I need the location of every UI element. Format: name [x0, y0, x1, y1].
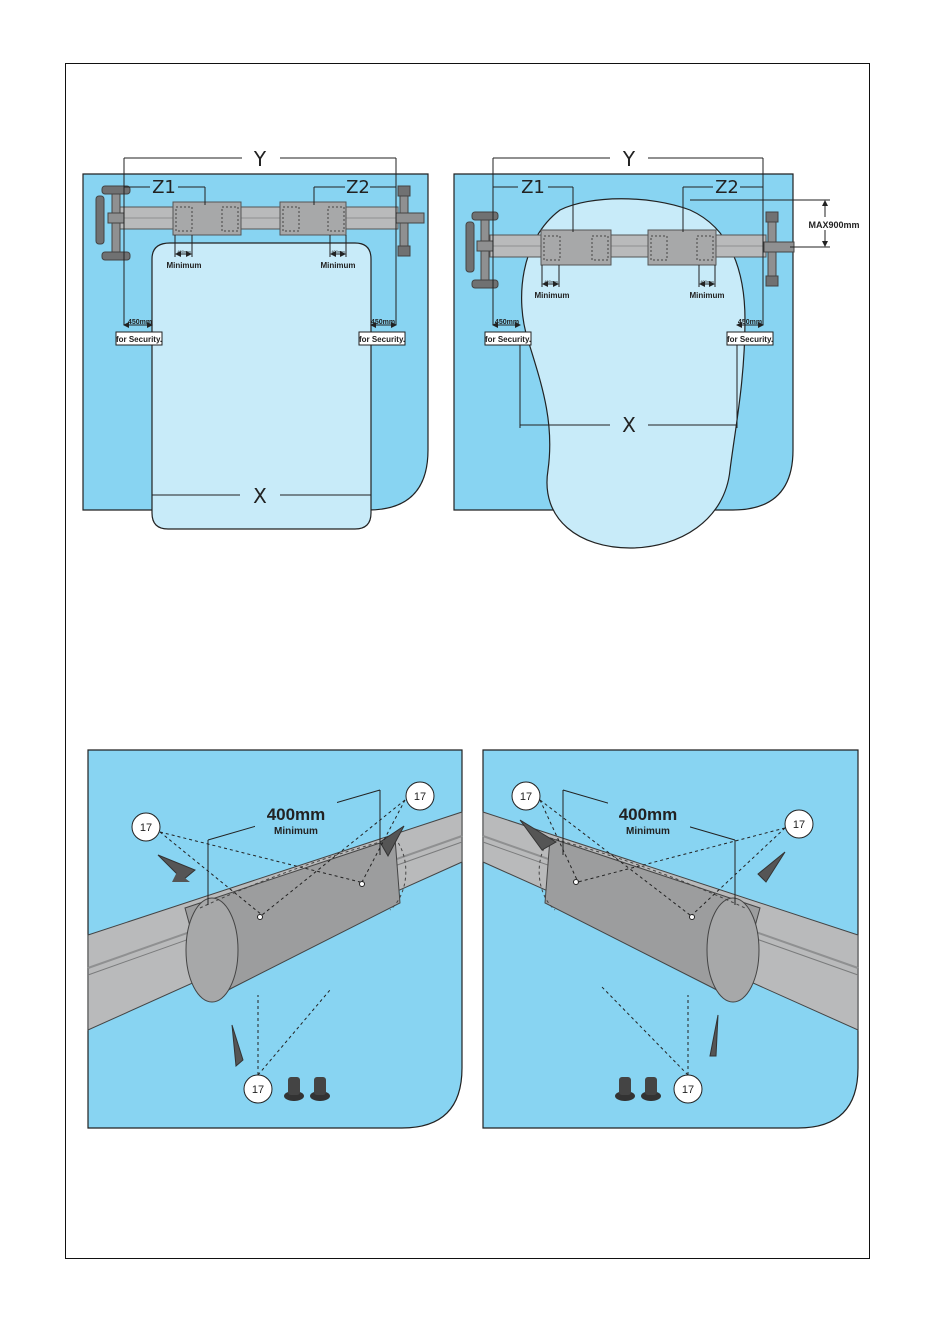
detail-2-callout-top-left: 17: [520, 791, 532, 803]
dim-x-1: X: [253, 484, 267, 508]
dim-x-2: X: [622, 413, 636, 437]
security-dim-right-1: 450mm: [371, 319, 395, 326]
dim-z2-2: Z2: [715, 177, 739, 198]
diagram-freeform-pool: Y Z1 Z2 MAX900mm 400mm Minimum 400mm Min…: [454, 147, 862, 548]
detail-2-minimum: Minimum: [626, 826, 670, 837]
dim-z2-1: Z2: [346, 177, 370, 198]
security-left-2: for Security.: [485, 335, 531, 344]
security-dim-right-2: 450mm: [738, 319, 762, 326]
security-left-1: for Security.: [116, 335, 162, 344]
detail-2-dimension: 400mm: [619, 805, 678, 824]
detail-1-minimum: Minimum: [274, 826, 318, 837]
minimum-right-2: Minimum: [689, 291, 724, 300]
small-dim-right-2: 400mm: [700, 279, 714, 284]
max-label-2: MAX900mm: [808, 220, 859, 230]
security-right-1: for Security.: [359, 335, 405, 344]
dim-y-2: Y: [622, 147, 636, 171]
minimum-left-1: Minimum: [166, 261, 201, 270]
detail-2-callout-bottom: 17: [682, 1084, 694, 1096]
dim-z1-2: Z1: [521, 177, 545, 198]
security-right-2: for Security.: [727, 335, 773, 344]
detail-sleeve-right: 400mm Minimum 17 17 17: [483, 750, 858, 1128]
detail-sleeve-left: 400mm Minimum 17 17 17: [88, 750, 462, 1128]
detail-1-callout-left: 17: [140, 822, 152, 834]
security-dim-left-2: 450mm: [495, 319, 519, 326]
detail-2-callout-right: 17: [793, 819, 805, 831]
detail-1-dimension: 400mm: [267, 805, 326, 824]
diagram-rectangular-pool: Y Z1 Z2 400mm Minimum 400mm Minimum 450m…: [83, 147, 428, 529]
detail-1-callout-bottom: 17: [252, 1084, 264, 1096]
security-dim-left-1: 450mm: [128, 319, 152, 326]
minimum-right-1: Minimum: [320, 261, 355, 270]
dim-y-1: Y: [253, 147, 267, 171]
detail-1-callout-top-right: 17: [414, 791, 426, 803]
small-dim-left-1: 400mm: [177, 249, 191, 254]
minimum-left-2: Minimum: [534, 291, 569, 300]
small-dim-left-2: 400mm: [544, 279, 558, 284]
dim-z1-1: Z1: [152, 177, 176, 198]
small-dim-right-1: 400mm: [331, 249, 345, 254]
